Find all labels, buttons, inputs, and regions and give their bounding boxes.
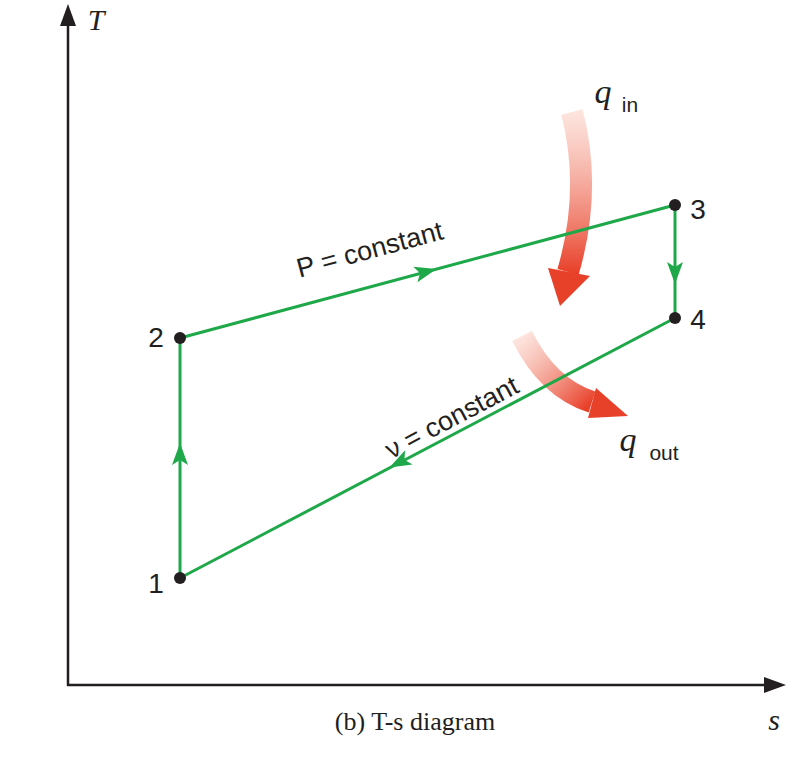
heat-subscript: out — [649, 442, 678, 463]
process-arrowhead — [172, 443, 188, 465]
state-number: 2 — [148, 324, 164, 352]
axis-label: s — [768, 705, 780, 735]
s-axis — [67, 684, 768, 687]
cycle-lines — [180, 205, 675, 578]
isentropic-expansion — [674, 205, 677, 318]
axis-label: T — [88, 5, 105, 35]
heat-symbol: q — [595, 75, 612, 109]
heat-in-arrow — [548, 112, 590, 306]
heat-out-arrow — [522, 336, 628, 418]
axes — [60, 4, 786, 693]
state-point — [669, 312, 681, 324]
figure-caption: (b) T-s diagram — [335, 709, 495, 735]
state-point — [174, 332, 186, 344]
state-number: 1 — [148, 570, 164, 598]
process-label: ν = constant — [381, 372, 523, 464]
process-arrowhead — [667, 262, 683, 284]
heat-symbol: q — [620, 423, 637, 457]
constant-volume-line — [180, 318, 675, 578]
state-number: 4 — [690, 306, 706, 334]
t-axis — [67, 22, 70, 686]
axis-arrowhead — [764, 677, 786, 693]
heat-subscript: in — [622, 94, 638, 115]
state-number: 3 — [690, 196, 706, 224]
axis-arrowhead — [60, 4, 76, 26]
state-points — [174, 199, 681, 584]
state-point — [174, 572, 186, 584]
process-arrowhead — [413, 261, 438, 282]
state-point — [669, 199, 681, 211]
process-arrowheads — [172, 261, 683, 474]
constant-pressure-line — [180, 205, 675, 338]
